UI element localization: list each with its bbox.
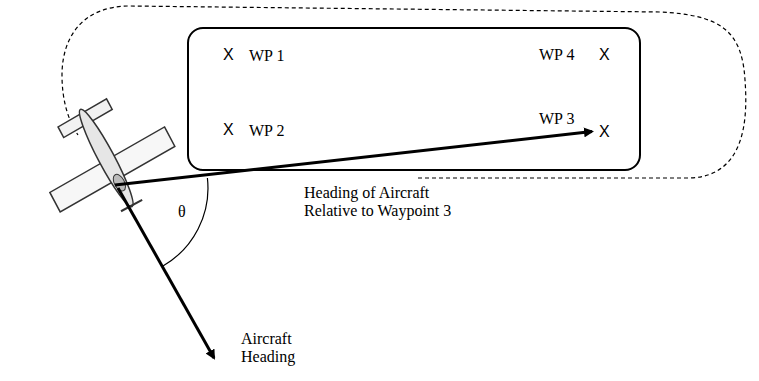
waypoint-region bbox=[188, 28, 640, 170]
waypoint-label: WP 4 bbox=[538, 46, 575, 64]
annotation: Heading of Aircraft Relative to Waypoint… bbox=[303, 184, 461, 220]
waypoint-label: WP 3 bbox=[538, 110, 575, 128]
aircraft-symbol bbox=[22, 78, 190, 237]
angle-symbol: θ bbox=[177, 203, 187, 221]
angle-arc bbox=[162, 178, 208, 266]
heading-arrow bbox=[118, 188, 214, 358]
waypoint-mark: X bbox=[598, 123, 611, 141]
bearing-arrow bbox=[115, 132, 592, 186]
waypoint-mark: X bbox=[222, 46, 235, 64]
annotation: Aircraft Heading bbox=[240, 330, 312, 366]
waypoint-mark: X bbox=[222, 121, 235, 139]
waypoint-label: WP 1 bbox=[248, 47, 285, 65]
waypoint-mark: X bbox=[598, 46, 611, 64]
waypoint-label: WP 2 bbox=[248, 122, 285, 140]
